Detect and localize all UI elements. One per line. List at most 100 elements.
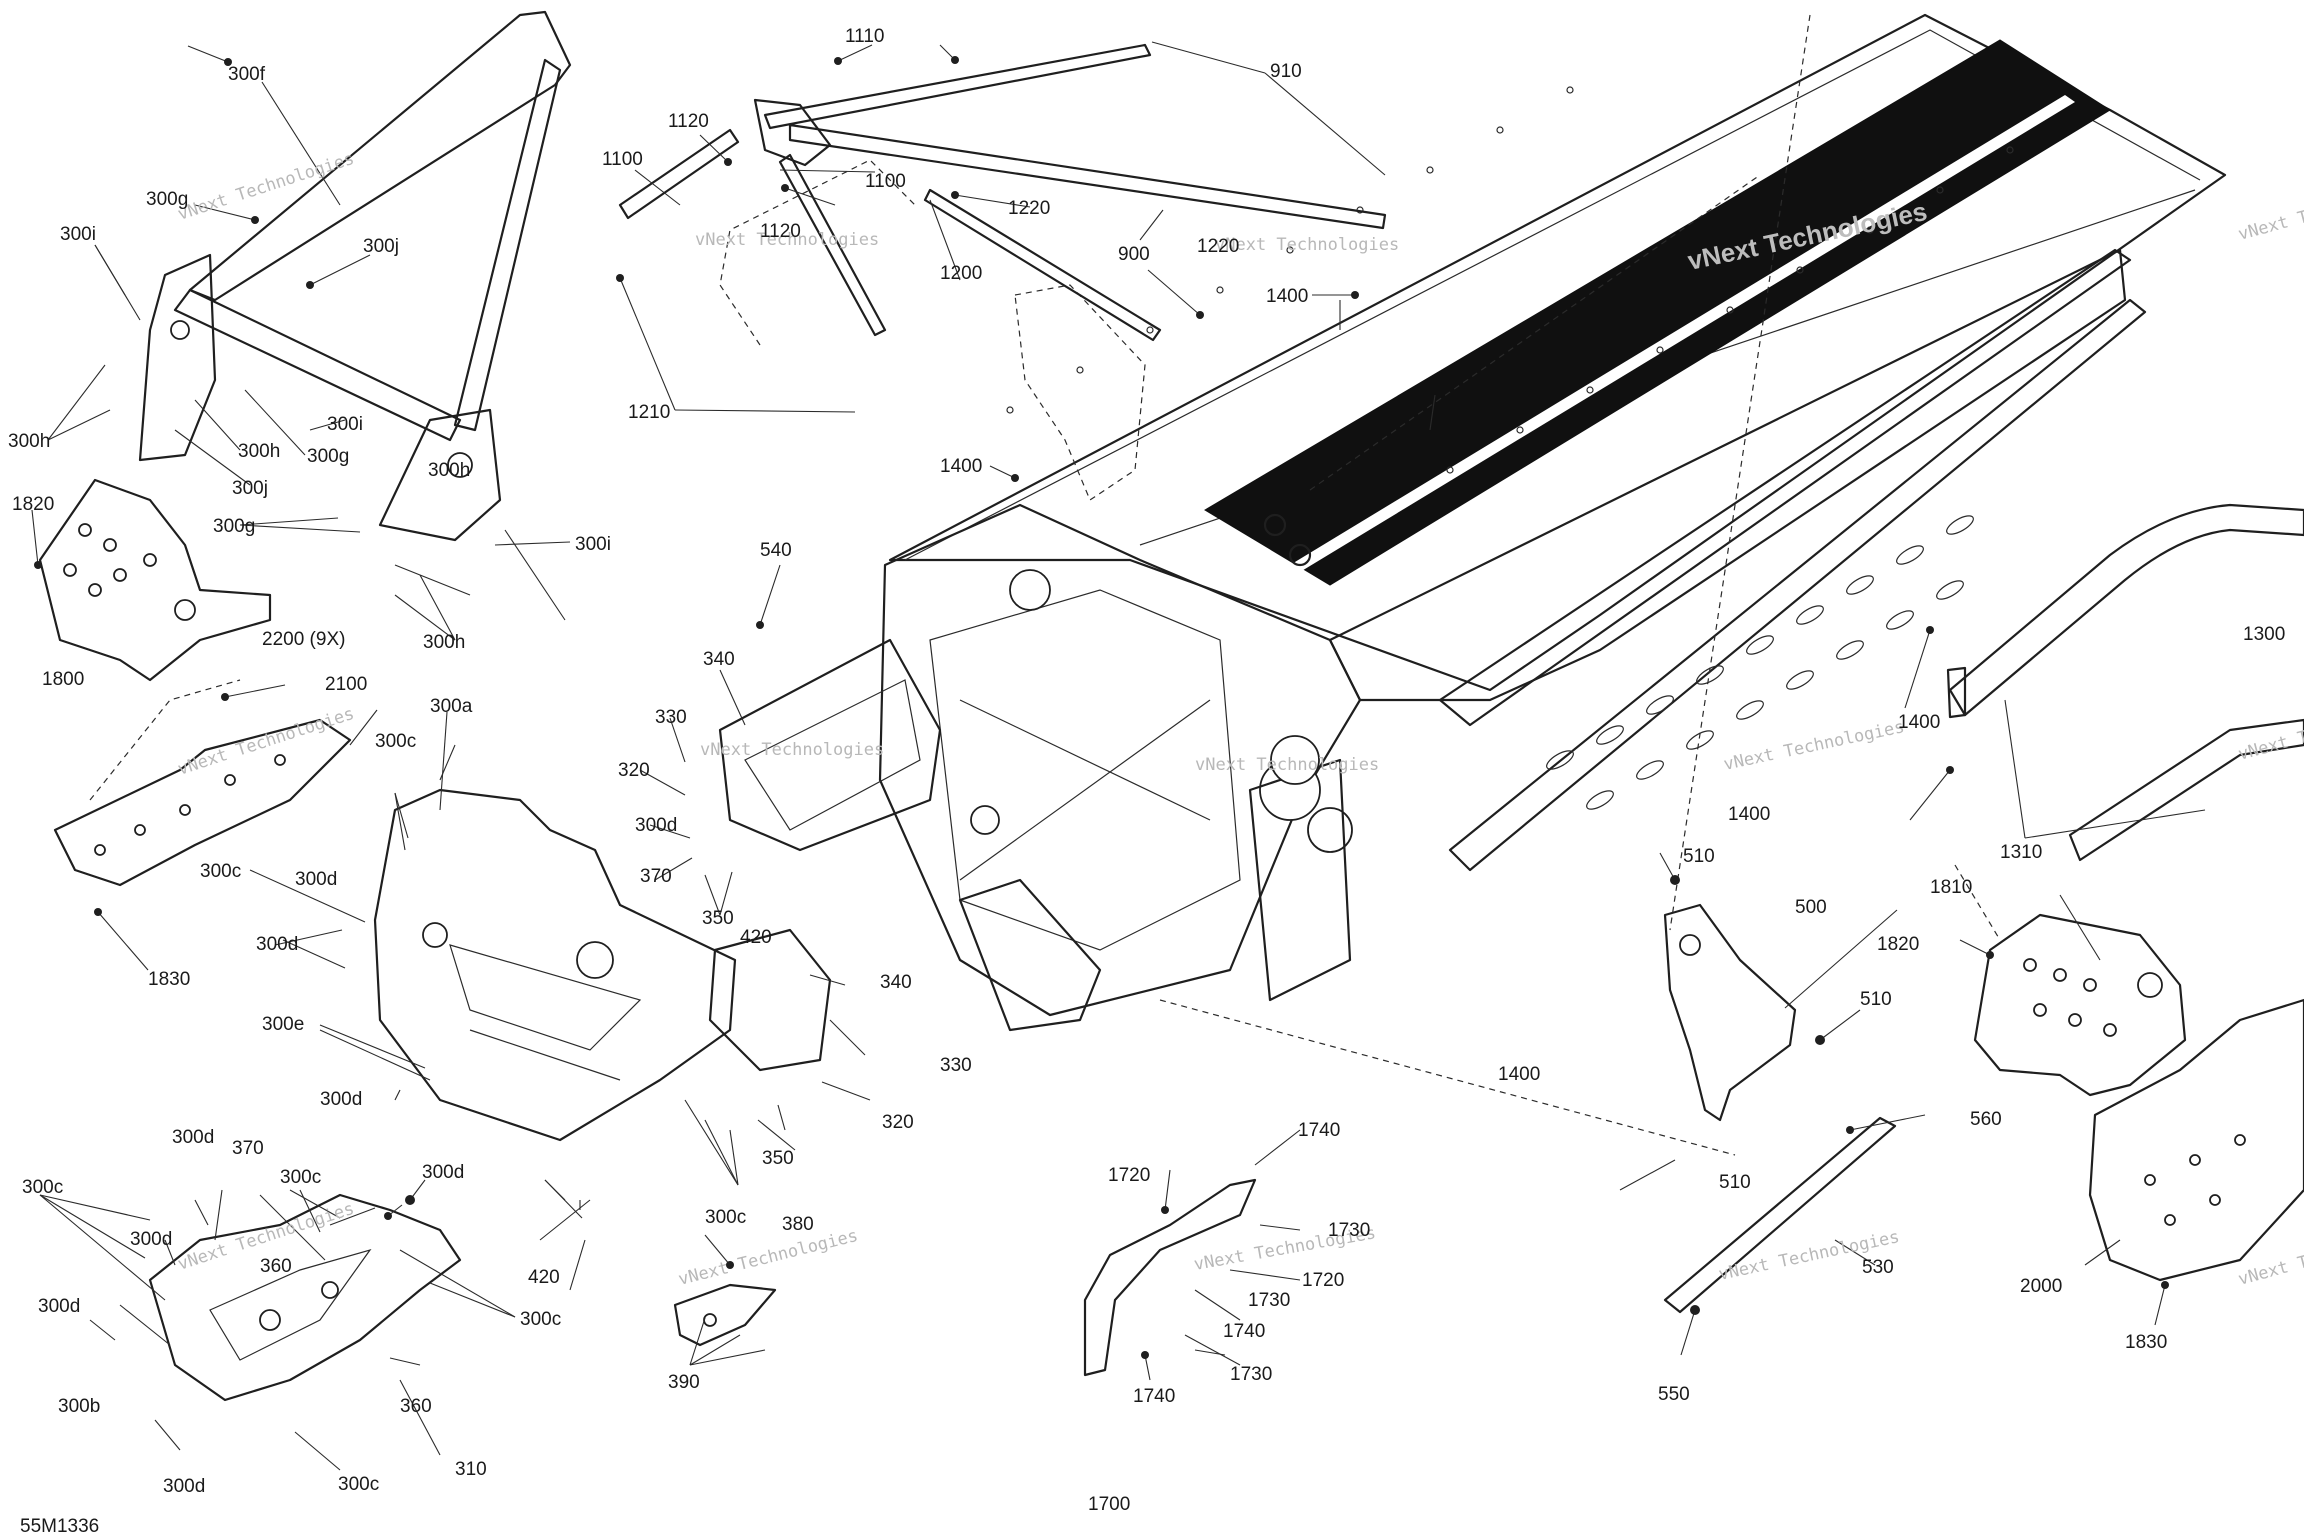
callout-label: 300d [38,1296,80,1317]
callout-label: 2200 (9X) [262,629,345,650]
callout-label: 330 [940,1055,972,1076]
callout-label: 300c [22,1177,63,1198]
upper-column-assembly [138,10,572,542]
tunnel-assembly [718,13,2227,1032]
fasteners [34,56,2169,1359]
callout-label: 1820 [1877,934,1919,955]
assembly-guide-lines [89,14,2001,1156]
callout-label: 900 [1118,244,1150,265]
callout-label: 340 [703,649,735,670]
bracket-2000 [2088,998,2304,1282]
callout-label: 300d [635,815,677,836]
bracket-380 [673,1283,777,1347]
callout-label: 300b [58,1396,100,1417]
support-500 [1663,903,1797,1122]
callout-label: 300c [200,861,241,882]
tie-rods [618,43,1387,342]
callout-label: 300g [213,516,255,537]
callout-label: 420 [528,1267,560,1288]
callout-label: 300a [430,696,473,717]
brace-1700 [1083,1178,1257,1377]
callout-label: 1210 [628,402,670,423]
watermark: vNext Technologies [1722,717,1906,775]
callout-label: 560 [1970,1109,2002,1130]
callout-label: 300g [146,189,188,210]
callout-label: 300d [256,934,298,955]
watermark: vNext Technologies [676,1226,860,1290]
callout-label: 390 [668,1372,700,1393]
callout-label: 1830 [148,969,190,990]
callout-label: 300c [705,1207,746,1228]
callout-label: 300h [428,460,470,481]
watermark: vNext Technologies [1195,755,1379,775]
callout-label: 1100 [865,171,906,192]
leader-lines [31,41,2206,1471]
diagram-code: 55M1336 [20,1516,99,1536]
callout-label: 420 [740,927,772,948]
callout-label: 1200 [940,263,982,284]
callout-label: 1800 [42,669,84,690]
callout-label: 1720 [1302,1270,1344,1291]
callout-label: 1830 [2125,1332,2167,1353]
callout-label: 1720 [1108,1165,1150,1186]
callout-label: 1740 [1133,1386,1175,1407]
callout-label: 1220 [1008,198,1050,219]
callout-label: 1400 [1728,804,1770,825]
watermark: vNext Technologies [175,704,356,780]
watermark: vNext Technologies [2236,178,2304,245]
callout-label: 300h [238,441,280,462]
callout-label: 300c [375,731,416,752]
support-1800 [38,478,272,682]
watermark: vNext Technologies [695,230,879,250]
callout-label: 380 [782,1214,814,1235]
callout-label: 330 [655,707,687,728]
callout-label: 300h [8,431,50,452]
callout-label: 300i [60,224,96,245]
cross-member-530 [1663,1116,1897,1314]
callout-label: 300e [262,1014,304,1035]
callout-label: 300g [307,446,349,467]
callout-label: 1100 [602,149,643,170]
bracket-2100 [53,718,352,887]
callout-label: 1300 [2243,624,2285,645]
callout-label: 340 [880,972,912,993]
callout-label: 1400 [1898,712,1940,733]
callout-label: 360 [260,1256,292,1277]
callout-label: 1810 [1930,877,1972,898]
callout-label: 300d [172,1127,214,1148]
callout-label: 350 [702,908,734,929]
callout-label: 510 [1719,1172,1751,1193]
callout-label: 310 [455,1459,487,1480]
support-1810 [1973,913,2187,1097]
watermark: vNext Technologies [2236,698,2304,765]
callout-label: 1730 [1248,1290,1290,1311]
diagram-line-art [31,10,2304,1471]
callout-label: 370 [640,866,672,887]
callout-label: 540 [760,540,792,561]
callout-label: 1700 [1088,1494,1130,1515]
watermark: vNext Technologies [2236,1223,2304,1290]
callout-label: 550 [1658,1384,1690,1405]
callout-label: 300d [422,1162,464,1183]
callout-label: 510 [1860,989,1892,1010]
callout-label: 1110 [845,26,884,47]
callout-label: 300i [575,534,611,555]
callout-labels: 300f 300g 300i 300j 300h 300h 300j 300g … [8,26,2285,1536]
callout-label: 300i [327,414,363,435]
callout-label: 1310 [2000,842,2042,863]
callout-label: 300j [232,478,268,499]
callout-label: 320 [882,1112,914,1133]
callout-label: 1740 [1223,1321,1265,1342]
bulkhead-300a [373,788,832,1142]
callout-label: 300d [130,1229,172,1250]
watermark: vNext Technologies [175,149,356,225]
callout-label: 1120 [760,221,801,242]
callout-label: 1820 [12,494,54,515]
callout-label: 300f [228,64,266,85]
callout-label: 2000 [2020,1276,2062,1297]
callout-label: 300d [163,1476,205,1497]
callout-label: 350 [762,1148,794,1169]
callout-label: 300h [423,632,465,653]
callout-label: 1740 [1298,1120,1340,1141]
